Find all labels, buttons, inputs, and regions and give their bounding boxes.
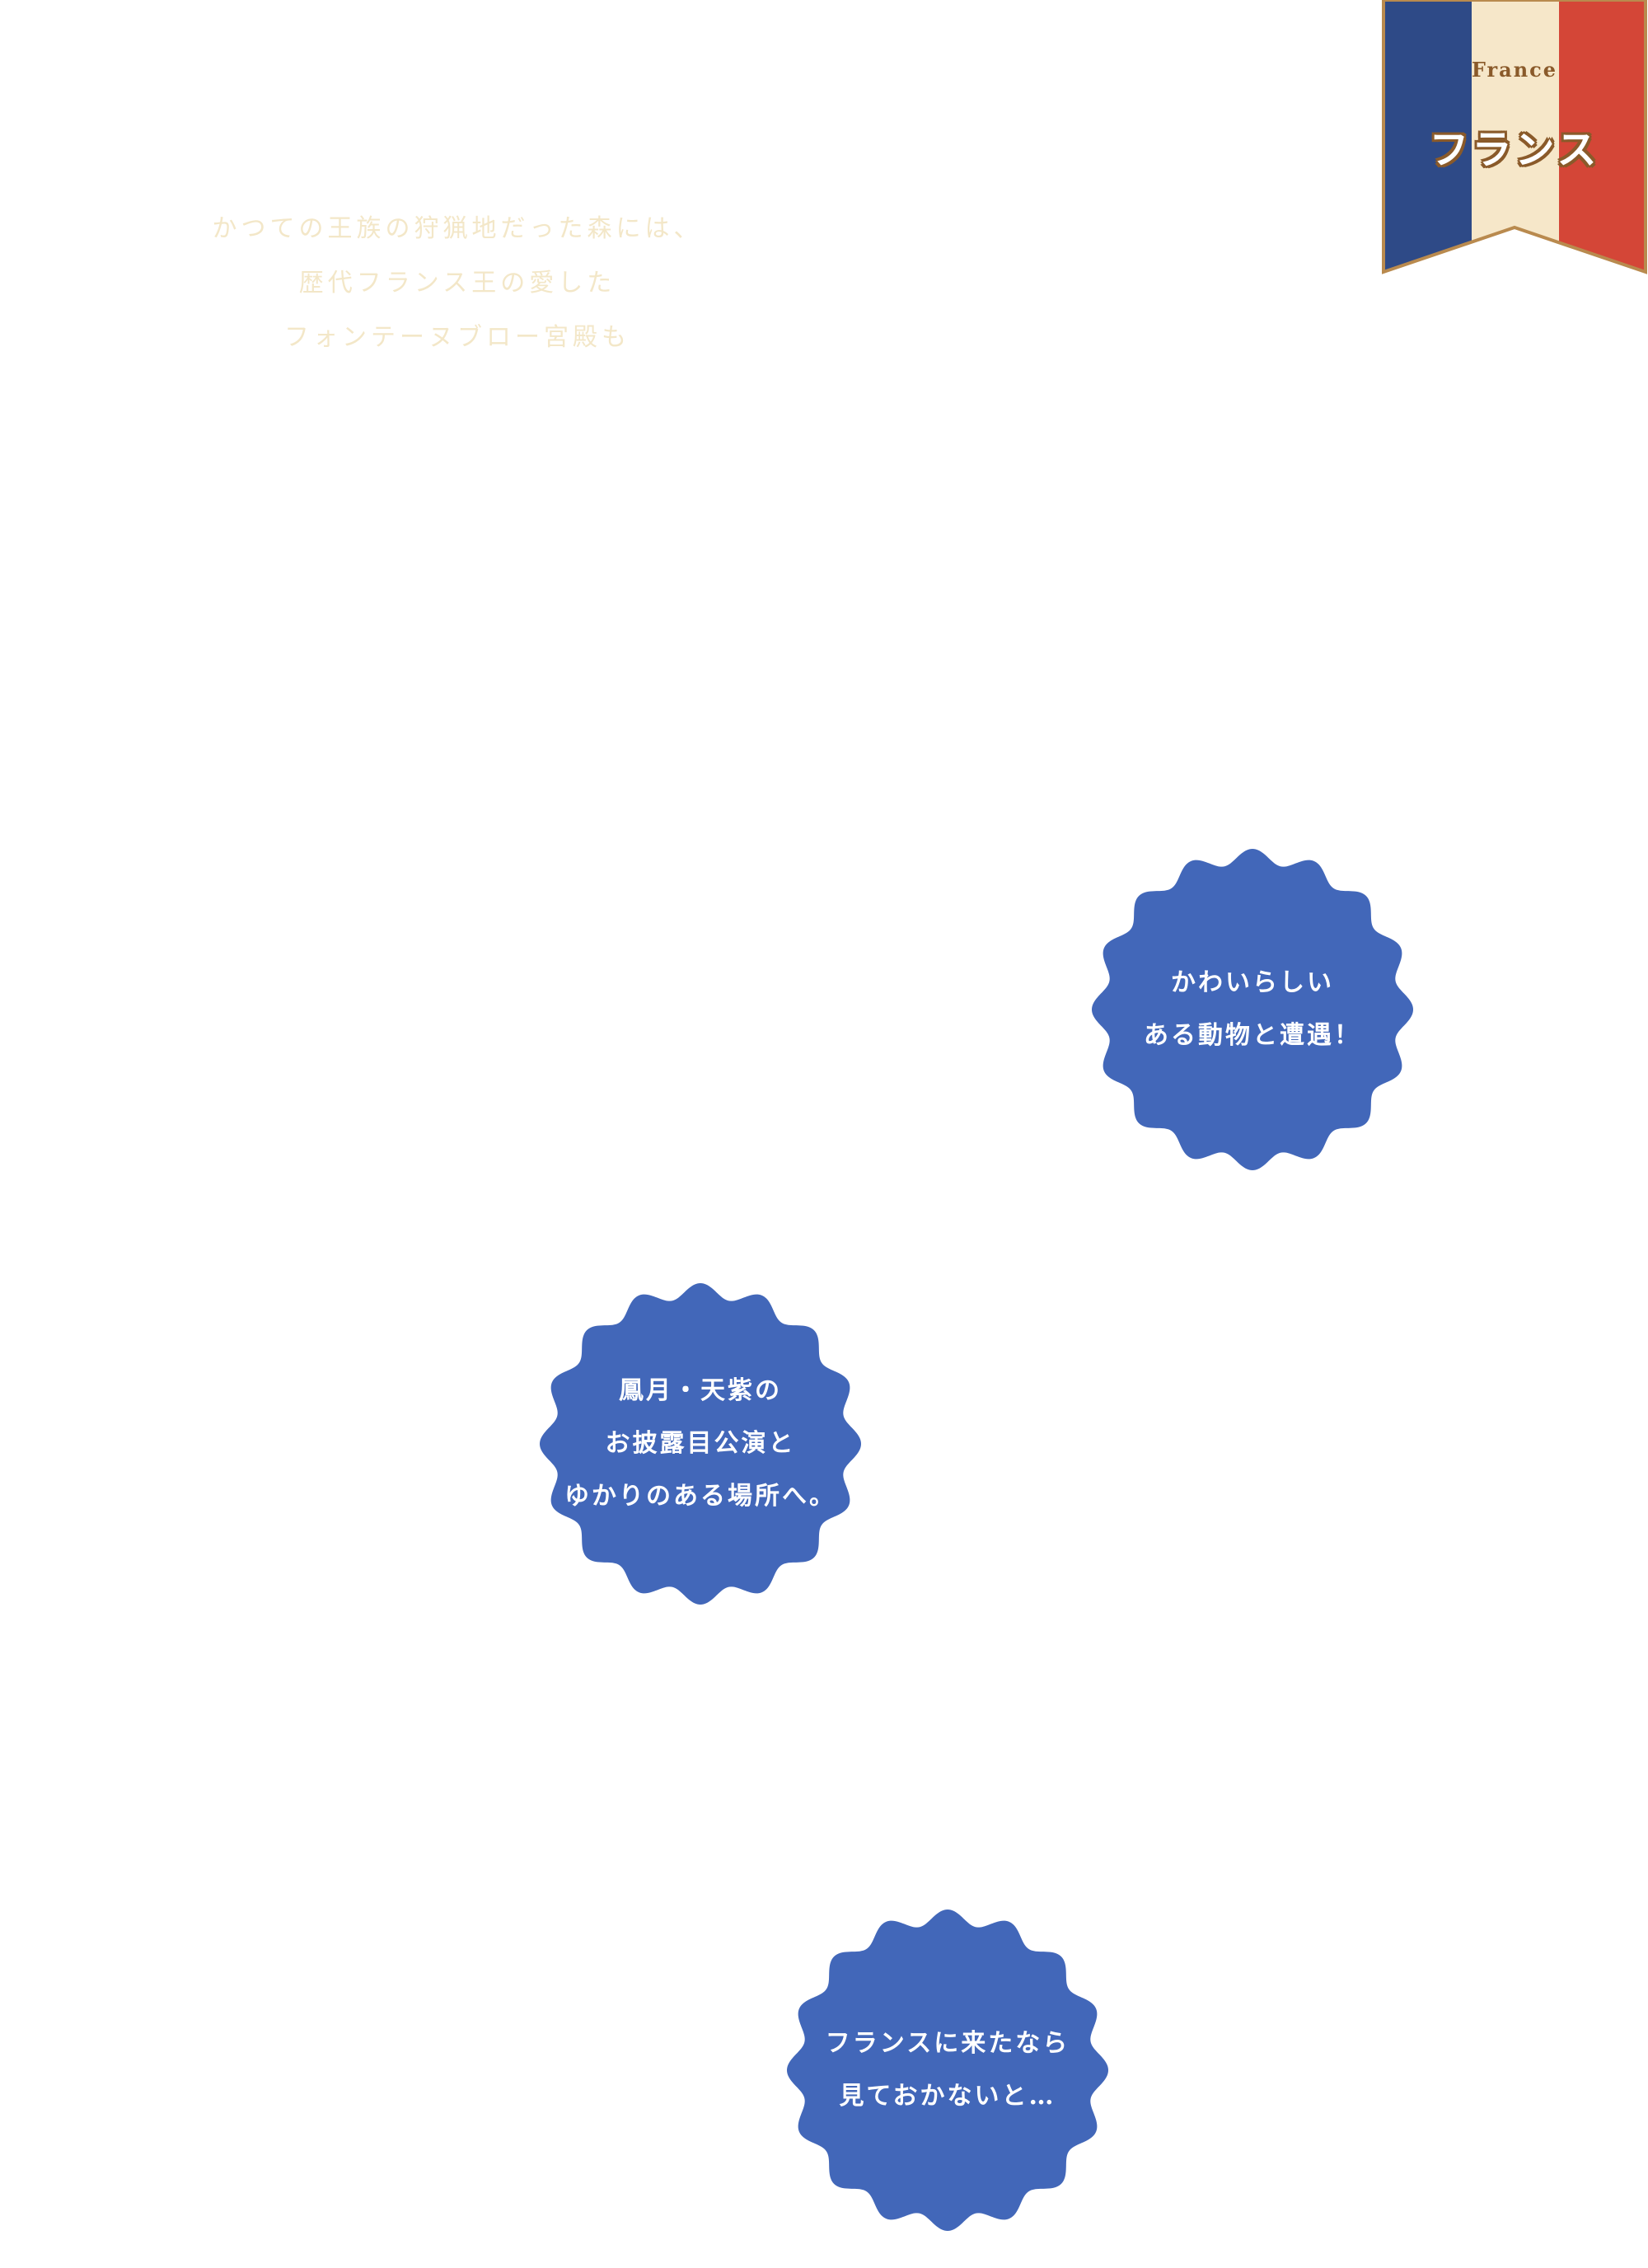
badge-text: フランスに来たなら 見ておかないと… bbox=[783, 1905, 1112, 2235]
intro-text: かつての王族の狩猟地だった森には、 歴代フランス王の愛した フォンテーヌブロー宮… bbox=[107, 202, 808, 365]
scalloped-badge-shape bbox=[787, 1910, 1108, 2231]
flag-label-ja: フランス bbox=[1429, 127, 1600, 173]
badge-line: 見ておかないと… bbox=[839, 2082, 1056, 2111]
flag-ribbon-shape bbox=[1382, 0, 1647, 274]
badge-line: 鳳月・天紫の bbox=[619, 1376, 782, 1405]
badge-line: かわいらしい bbox=[1171, 968, 1334, 997]
intro-line-1: かつての王族の狩猟地だった森には、 bbox=[212, 214, 703, 243]
country-flag-ribbon: France フランス bbox=[1381, 0, 1648, 280]
scalloped-badge-shape bbox=[540, 1283, 861, 1605]
badge-line: フランスに来たなら bbox=[825, 2029, 1070, 2058]
badge-line: ゆかりのある場所へ。 bbox=[564, 1482, 836, 1511]
badge-text: 鳳月・天紫の お披露目公演と ゆかりのある場所へ。 bbox=[536, 1279, 865, 1609]
badge-line: お披露目公演と bbox=[605, 1429, 796, 1458]
badge-animal-encounter: かわいらしい ある動物と遭遇！ bbox=[1088, 845, 1417, 1174]
badge-text: かわいらしい ある動物と遭遇！ bbox=[1088, 845, 1417, 1174]
flag-label-en: France bbox=[1471, 58, 1558, 82]
badge-line: ある動物と遭遇！ bbox=[1144, 1021, 1361, 1050]
intro-line-2: 歴代フランス王の愛した bbox=[298, 269, 616, 298]
intro-line-3: フォンテーヌブロー宮殿も bbox=[284, 323, 630, 352]
badge-debut-performance: 鳳月・天紫の お披露目公演と ゆかりのある場所へ。 bbox=[536, 1279, 865, 1609]
badge-must-see: フランスに来たなら 見ておかないと… bbox=[783, 1905, 1112, 2235]
scalloped-badge-shape bbox=[1092, 849, 1413, 1170]
